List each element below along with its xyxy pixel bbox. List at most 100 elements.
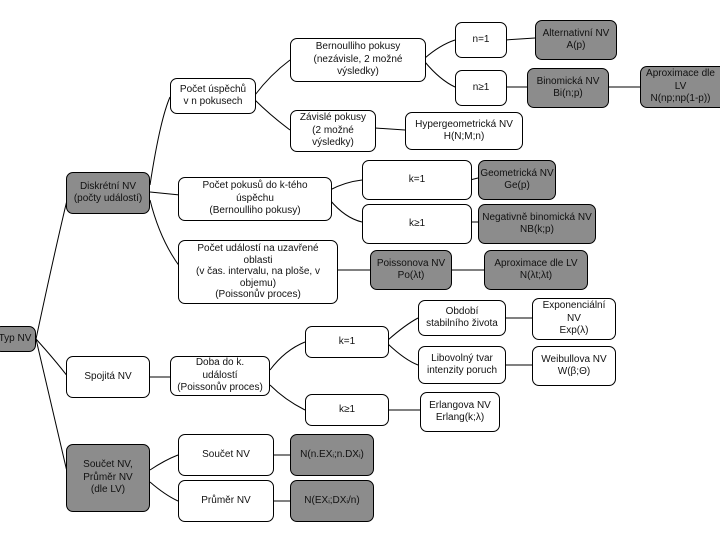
node-n1-label: n=1 [472,33,490,45]
node-spojita-nv: Spojitá NV [66,356,150,398]
edge-n1-alt [504,37,536,41]
node-aprox-lv2-line1: Aproximace dle LV [494,257,578,269]
node-libovolny-tvar: Libovolný tvar intenzity poruch [418,346,506,384]
edge-uspechu-bernoulli [254,59,291,96]
node-poissonova-line1: Poissonova NV [376,257,446,269]
node-doba-line1: Doba do k. [195,357,245,369]
node-obdobi-line1: Období [445,305,479,317]
node-typ-nv: Typ NV [0,326,36,352]
edge-sp-prumer [149,481,179,502]
node-doba-do-udalosti: Doba do k. událostí (Poissonův proces) [170,356,270,396]
node-geometricka-nv: Geometrická NV Ge(p) [478,160,556,200]
node-ngt1-label: n≥1 [472,81,490,93]
node-negativne-binomicka-nv: Negativně binomická NV NB(k;p) [478,204,596,244]
node-neg-binom-line1: Negativně binomická NV [482,211,592,223]
node-zavisle-line2: (2 možné [312,124,354,136]
node-prumer-nv: Průměr NV [178,480,274,522]
node-soucet-nv: Součet NV [178,434,274,476]
node-exponencialni-line2: NV [567,312,581,324]
edge-typ-soucet [35,338,69,477]
node-normal-soucet-label: N(n.EXᵢ;n.DXᵢ) [300,448,364,460]
node-hypergeo-line2: H(N;M;n) [443,131,485,142]
node-doba-line3: (Poissonův proces) [177,382,263,394]
node-normal-prumer-label: N(EXᵢ;DXᵢ/n) [304,494,360,506]
node-geometricka-line2: Ge(p) [504,180,530,191]
node-soucet-prumer-line1: Součet NV, [83,459,133,471]
node-k-greater-1-bottom: k≥1 [305,394,389,426]
edge-bernoulli-ngt1 [424,61,456,88]
node-hypergeo-line1: Hypergeometrická NV [415,118,513,130]
edge-doba-kgt1 [269,384,306,411]
node-kgt1-bottom-label: k≥1 [338,403,356,415]
node-exponencialni-nv: Exponenciální NV Exp(λ) [532,298,616,340]
node-libovolny-line1: Libovolný tvar [431,352,493,364]
edge-typ-diskretni [35,195,69,340]
edge-k1b-obdobi [387,317,419,341]
node-aproximace-lv-poisson: Aproximace dle LV N(λt;λt) [484,250,588,290]
node-k1-top-label: k=1 [408,173,426,185]
node-k-greater-1-top: k≥1 [362,204,472,244]
node-zavisle-line1: Závislé pokusy [299,112,367,124]
node-aprox-lv2-line2: N(λt;λt) [519,270,553,281]
edge-bernoulli-n1 [424,39,456,59]
node-weibullova-line1: Weibullova NV [541,353,607,365]
node-pocet-uspechu-line2: v n pokusech [183,96,243,107]
edge-zavisle-hyper [374,127,406,131]
node-bernoulli-line3: výsledky) [337,66,379,78]
node-pocet-pokusu-line2: úspěchu [236,192,274,204]
node-soucet-prumer-line2: Průměr NV [83,471,133,483]
node-zavisle-line3: výsledky) [312,137,354,149]
node-obdobi-stabilniho-zivota: Období stabilního života [418,300,506,336]
node-exponencialni-line3: Exp(λ) [559,325,589,337]
node-normal-prumer: N(EXᵢ;DXᵢ/n) [290,480,374,522]
node-binomicka-line2: Bi(n;p) [553,88,583,99]
node-typ-nv-label: Typ NV [0,332,32,344]
node-n-equals-1: n=1 [455,22,507,58]
node-pocet-uspechu: Počet úspěchů v n pokusech [170,78,256,114]
node-alternativni-line2: A(p) [566,40,586,51]
node-alternativni-line1: Alternativní NV [542,27,610,39]
node-spojita-label: Spojitá NV [84,370,132,382]
node-aprox-lv-line1: Aproximace dle [646,68,715,80]
node-pocet-uspechu-line1: Počet úspěchů [179,83,247,95]
node-normal-soucet: N(n.EXᵢ;n.DXᵢ) [290,434,374,476]
node-k1-bottom-label: k=1 [338,335,356,347]
node-neg-binom-line2: NB(k;p) [520,224,554,235]
node-poissonova-line2: Po(λt) [397,270,425,281]
edge-pokusu-kgt1 [329,199,363,223]
node-pocet-pokusu: Počet pokusů do k-tého úspěchu (Bernoull… [178,177,332,221]
node-zavisle-pokusy: Závislé pokusy (2 možné výsledky) [290,110,376,152]
node-diskretni-nv: Diskrétní NV (počty událostí) [66,172,150,214]
node-exponencialni-line1: Exponenciální [542,300,606,312]
node-aprox-lv-line3: N(np;np(1-p)) [650,93,711,105]
node-bernoulli-line2: (nezávisle, 2 možné [313,53,403,65]
node-doba-line2: událostí [202,369,238,381]
edge-diskretni-udalosti [149,199,181,268]
node-soucet-label: Součet NV [202,448,250,460]
node-k-equals-1-bottom: k=1 [305,326,389,358]
node-binomicka-nv: Binomická NV Bi(n;p) [527,68,609,108]
edge-diskretni-pokusu [149,191,181,196]
node-diskretni-line1: Diskrétní NV [79,180,137,192]
node-erlangova-nv: Erlangova NV Erlang(k;λ) [420,392,500,432]
edge-sp-soucet [149,454,179,471]
node-pocet-udalosti-line5: (Poissonův proces) [215,289,301,301]
node-prumer-label: Průměr NV [201,494,251,506]
node-bernoulliho-pokusy: Bernoulliho pokusy (nezávisle, 2 možné v… [290,38,426,82]
node-erlangova-line2: Erlang(k;λ) [435,412,485,423]
edge-doba-k1 [269,341,306,371]
node-poissonova-nv: Poissonova NV Po(λt) [370,250,452,290]
node-libovolny-line2: intenzity poruch [426,365,498,376]
edge-diskretni-uspechu [149,96,171,186]
node-soucet-prumer-line3: (dle LV) [90,484,126,496]
edge-typ-spojita [35,338,69,378]
edge-k1b-libovolny [387,343,419,366]
node-soucet-prumer-nv: Součet NV, Průměr NV (dle LV) [66,444,150,512]
node-pocet-udalosti-line4: objemu) [239,277,277,289]
node-pocet-pokusu-line1: Počet pokusů do k-tého [202,180,308,192]
node-geometricka-line1: Geometrická NV [480,167,554,179]
node-diskretni-line2: (počty událostí) [73,193,143,204]
node-weibullova-nv: Weibullova NV W(β;Θ) [532,346,616,386]
node-erlangova-line1: Erlangova NV [429,399,491,411]
